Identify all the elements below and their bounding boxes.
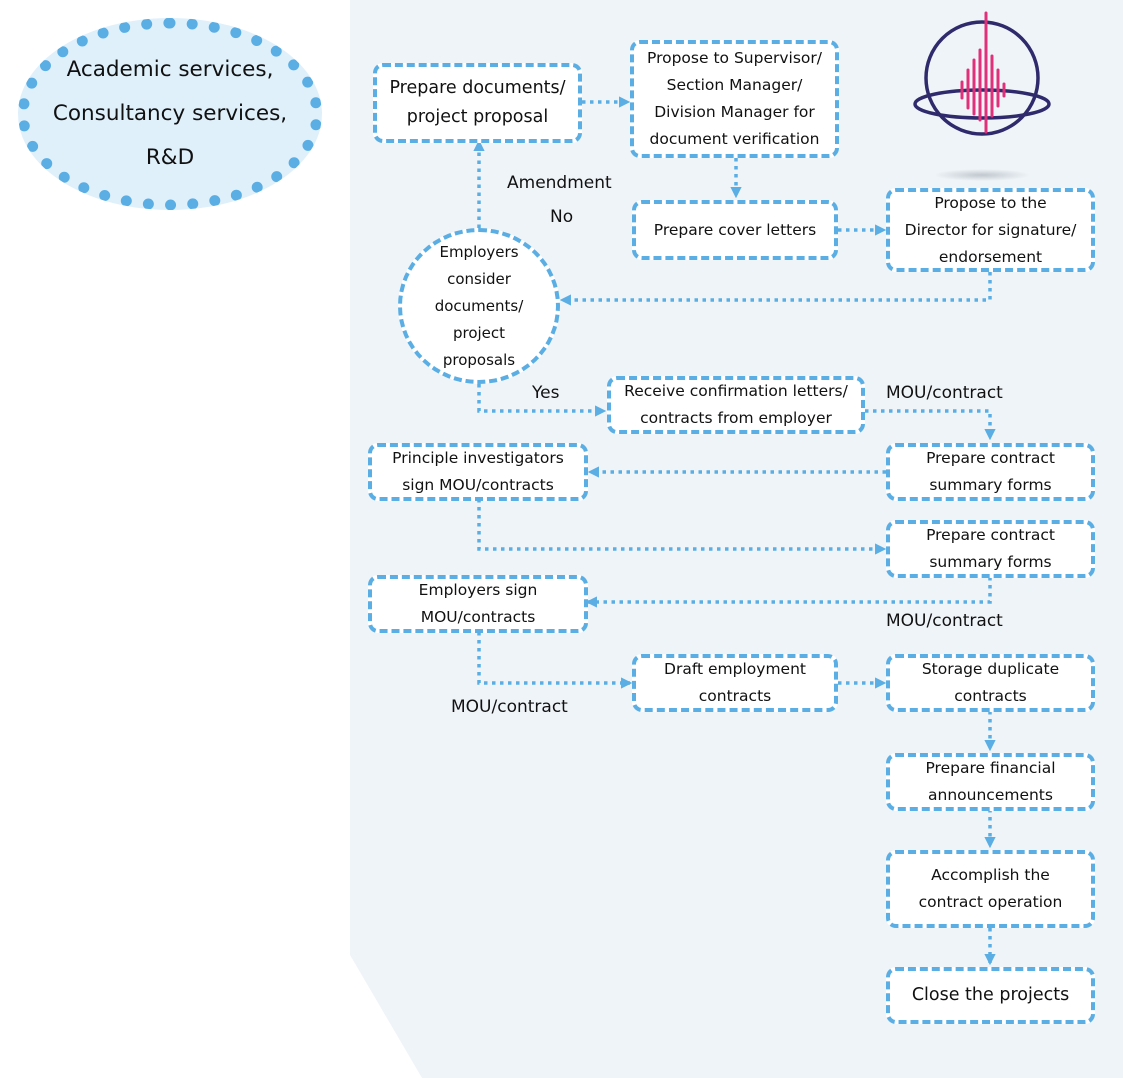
decision-text: consider [447, 269, 511, 288]
step-text: MOU/contracts [420, 608, 536, 626]
step-text: summary forms [929, 553, 1052, 571]
step-text: Employers sign [418, 581, 538, 599]
step-text: Principle investigators [392, 449, 564, 467]
decision-text: Employers [439, 242, 519, 261]
step-receive-confirmation: Receive confirmation letters/ contracts … [607, 376, 865, 434]
step-storage-duplicate: Storage duplicate contracts [886, 654, 1095, 712]
step-employers-sign: Employers sign MOU/contracts [368, 575, 588, 633]
step-close: Close the projects [886, 967, 1095, 1024]
step-prepare-cover-letters: Prepare cover letters [632, 200, 838, 260]
step-text: Prepare cover letters [653, 220, 817, 239]
step-text: contracts from employer [640, 409, 832, 427]
connector-summary2-to-employers-sign [585, 577, 992, 608]
step-text: summary forms [929, 476, 1052, 494]
start-oval: Academic services, Consultancy services,… [18, 18, 322, 210]
step-text: endorsement [938, 247, 1043, 266]
step-text: project proposal [406, 107, 549, 127]
step-text: Section Manager/ [666, 76, 803, 94]
decision-text: proposals [442, 350, 516, 369]
step-text: Prepare contract [926, 526, 1055, 544]
step-prepare-summary-1: Prepare contract summary forms [886, 443, 1095, 501]
step-text: Division Manager for [654, 103, 815, 121]
step-text: Prepare documents/ [389, 78, 566, 98]
decision-employers-consider: Employers consider documents/ project pr… [398, 228, 560, 384]
step-propose-director: Propose to the Director for signature/ e… [886, 188, 1095, 272]
start-line: R&D [145, 145, 195, 170]
label-mou-contract-3: MOU/contract [451, 697, 568, 717]
label-mou-contract-1: MOU/contract [886, 383, 1003, 403]
label-amendment: Amendment [507, 173, 612, 193]
step-prepare-documents: Prepare documents/ project proposal [373, 63, 582, 143]
step-text: Propose to Supervisor/ [647, 49, 822, 67]
step-text: document verification [649, 130, 820, 148]
step-text: contracts [954, 687, 1027, 705]
logo-shadow [934, 169, 1030, 181]
connector-receive-to-summary [865, 409, 996, 441]
decision-text: project [452, 323, 506, 342]
label-mou-contract-2: MOU/contract [886, 611, 1003, 631]
step-text: Propose to the [934, 193, 1047, 212]
connector-director-to-employers [559, 272, 992, 306]
step-text: contracts [698, 687, 772, 705]
step-text: contract operation [918, 893, 1063, 911]
wave-globe-logo-icon [913, 11, 1051, 136]
decision-text: documents/ [434, 296, 524, 315]
step-accomplish: Accomplish the contract operation [886, 850, 1095, 928]
step-prepare-financial: Prepare financial announcements [886, 753, 1095, 811]
connector-yes [477, 384, 607, 417]
step-text: announcements [928, 786, 1053, 804]
step-text: Close the projects [911, 985, 1070, 1005]
start-line: Academic services, [66, 57, 274, 82]
label-yes: Yes [532, 383, 560, 403]
step-text: Prepare financial [925, 759, 1056, 777]
step-propose-supervisor: Propose to Supervisor/ Section Manager/ … [630, 40, 839, 158]
step-text: Director for signature/ [904, 220, 1077, 239]
connector-employers-sign-to-draft [477, 632, 633, 689]
step-draft-employment: Draft employment contracts [632, 654, 838, 712]
step-text: Storage duplicate [921, 660, 1060, 678]
step-text: sign MOU/contracts [402, 476, 554, 494]
step-text: Draft employment [664, 660, 806, 678]
step-text: Receive confirmation letters/ [624, 382, 848, 400]
step-prepare-summary-2: Prepare contract summary forms [886, 520, 1095, 578]
step-pi-sign: Principle investigators sign MOU/contrac… [368, 443, 588, 501]
connector-pi-to-summary2 [477, 499, 887, 555]
step-text: Prepare contract [926, 449, 1055, 467]
step-text: Accomplish the [931, 866, 1050, 884]
label-no: No [550, 207, 574, 227]
start-line: Consultancy services, [52, 101, 288, 126]
